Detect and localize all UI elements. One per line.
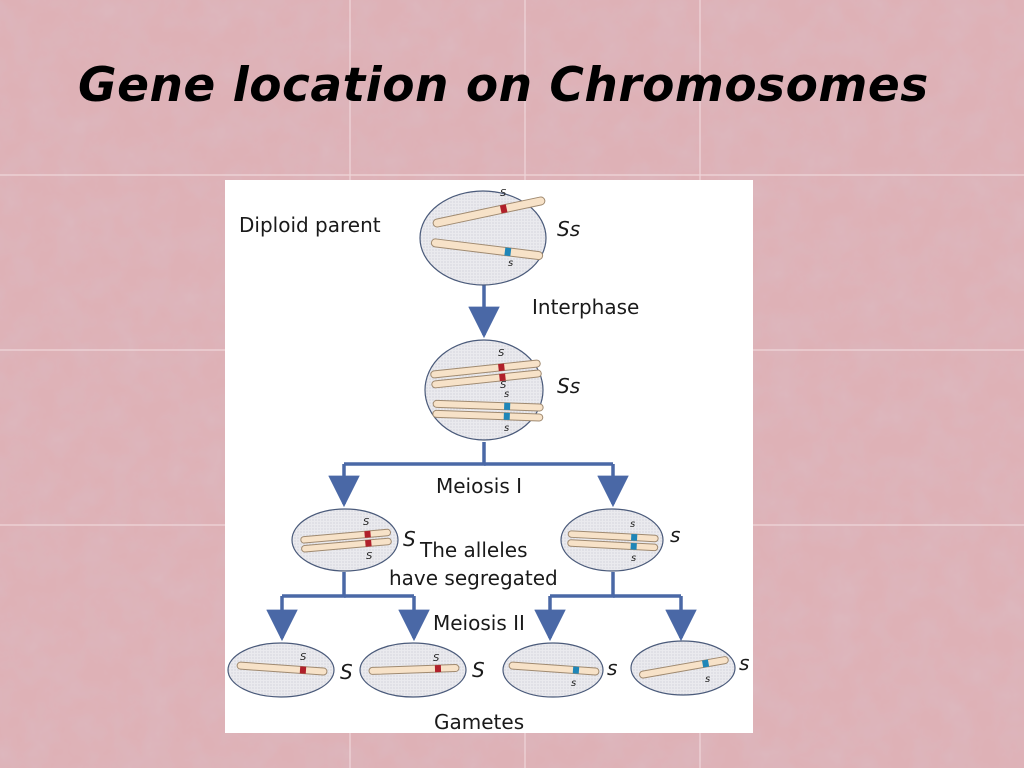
genotype-meiosis1-right: s [670, 523, 680, 547]
gamete-cell-3: s [502, 642, 604, 698]
genotype-interphase: Ss [557, 374, 580, 398]
arrow-meiosis1 [344, 442, 486, 466]
allele-label: s [705, 674, 710, 685]
allele-label: S [366, 551, 373, 562]
allele-label: s [504, 389, 509, 400]
allele-label: S [500, 380, 507, 391]
genotype-gamete-2: S [472, 658, 485, 682]
allele-label: s [630, 519, 635, 530]
chromosome-dominant [432, 196, 546, 228]
meiosis-diagram: S s Diploid parent Ss Interphase S S s [225, 180, 753, 733]
cell-meiosis1-left: S S [291, 508, 399, 572]
arrow-meiosis2-right [550, 572, 615, 598]
label-interphase: Interphase [532, 295, 639, 319]
allele-label: S [300, 652, 307, 663]
arrow-meiosis2-left [282, 572, 346, 598]
genotype-gamete-3: s [607, 656, 617, 680]
allele-label: s [631, 553, 636, 564]
cell-diploid-parent: S s [419, 188, 547, 286]
genotype-parent: Ss [557, 217, 580, 241]
genotype-gamete-4: s [739, 651, 749, 675]
gamete-cell-1: S [227, 642, 335, 698]
genotype-meiosis1-left: S [403, 527, 416, 551]
cell-interphase: S S s s [424, 339, 544, 441]
allele-label: S [500, 188, 507, 199]
label-gametes: Gametes [434, 710, 524, 733]
label-diploid-parent: Diploid parent [239, 213, 381, 237]
label-alleles-segregated-line1: The alleles [419, 538, 528, 562]
flow-arrows [266, 284, 697, 642]
sister-chromatids-dominant [430, 359, 542, 389]
cell-meiosis1-right: s s [560, 508, 664, 572]
genotype-gamete-1: S [340, 660, 353, 684]
allele-label: S [498, 348, 505, 359]
allele-label: S [433, 653, 440, 664]
allele-label: s [571, 678, 576, 689]
label-meiosis-2: Meiosis II [433, 611, 525, 635]
label-alleles-segregated-line2: have segregated [389, 566, 558, 590]
gamete-cell-4: s [630, 640, 736, 696]
gamete-cell-2: S [359, 642, 467, 698]
allele-label: s [504, 423, 509, 434]
chromosome-recessive [430, 238, 544, 261]
slide-title: Gene location on Chromosomes [78, 58, 929, 113]
allele-label: S [363, 517, 370, 528]
label-meiosis-1: Meiosis I [436, 474, 522, 498]
sister-chromatids-recessive [432, 399, 544, 422]
allele-label: s [508, 258, 513, 269]
